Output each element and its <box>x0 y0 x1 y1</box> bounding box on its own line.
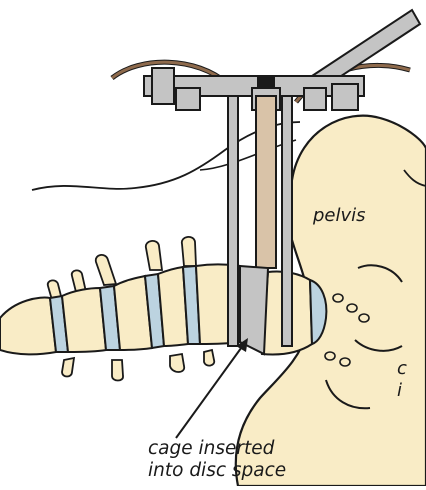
vertebra <box>62 288 106 352</box>
cage-label: cage inserted into disc space <box>148 438 286 482</box>
cut-off-label: c i <box>397 358 407 402</box>
pelvis-label: pelvis <box>313 205 366 226</box>
spine <box>0 265 326 355</box>
vertebra <box>0 298 56 355</box>
